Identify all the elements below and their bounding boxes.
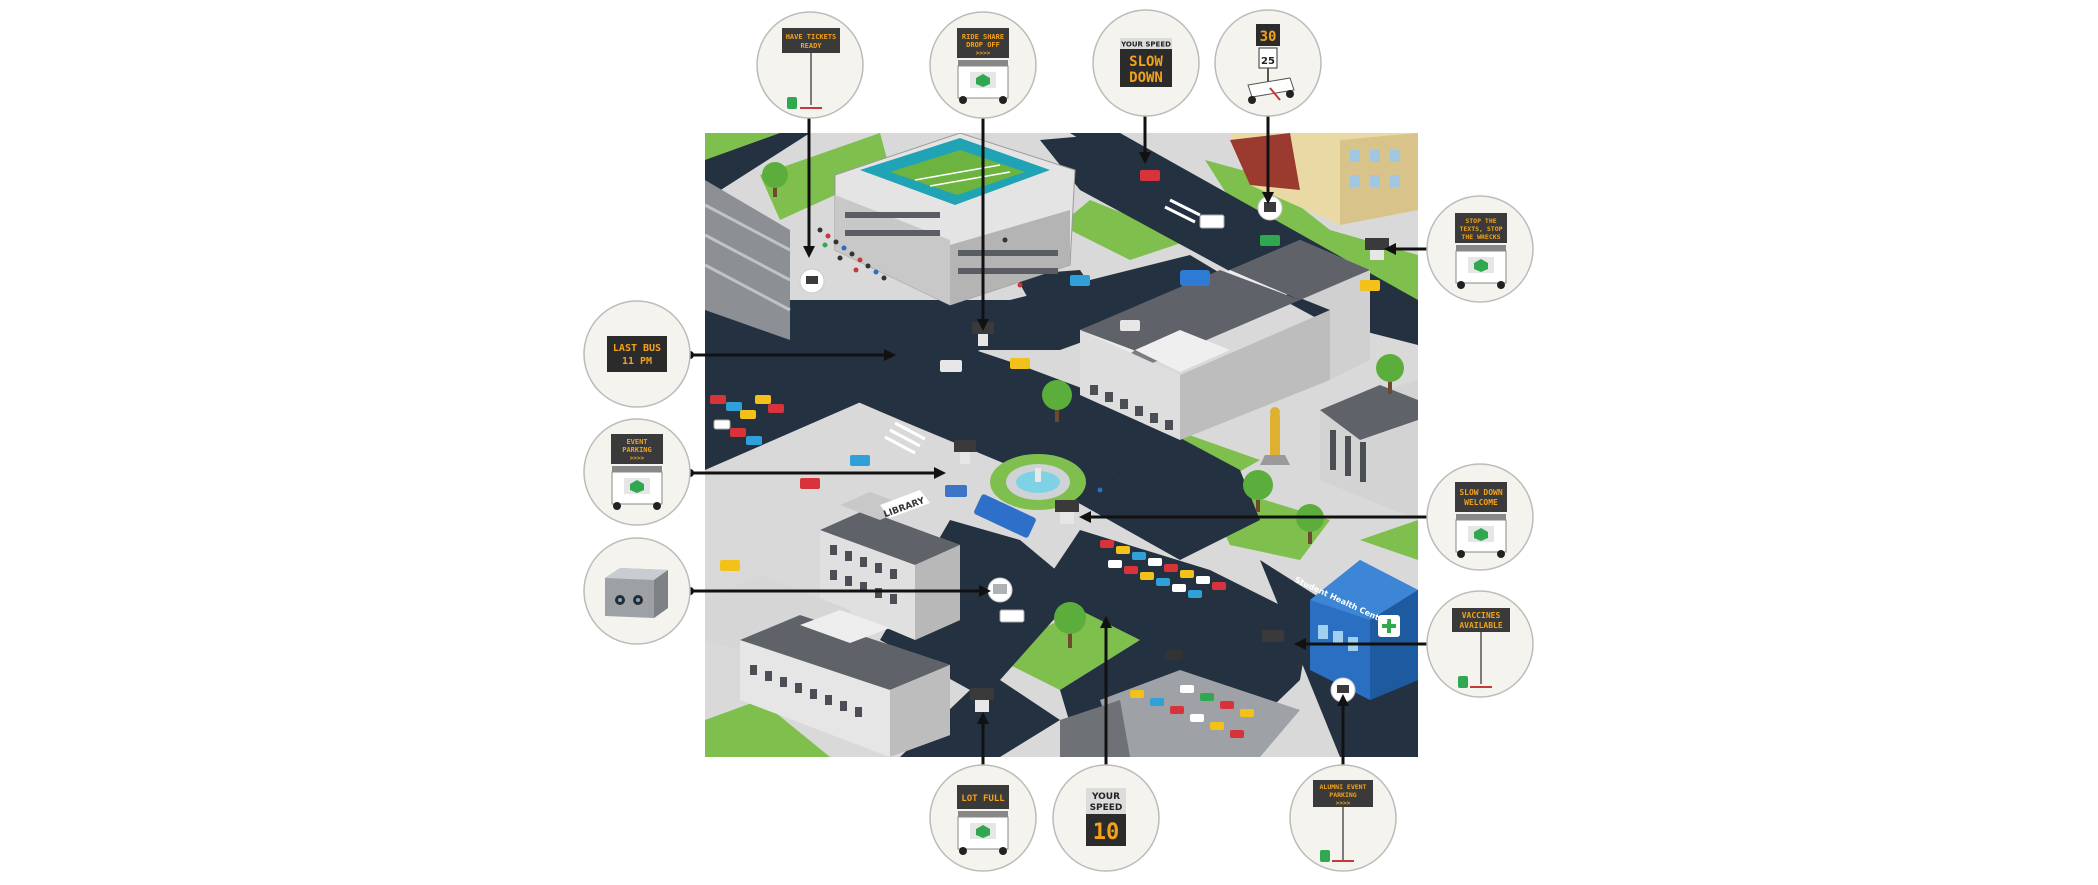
sign-line-3: THE WRECKS [1461, 233, 1500, 241]
sign-line-2: 11 PM [622, 356, 652, 367]
sign-line-1: ALUMNI EVENT [1320, 783, 1367, 791]
callout-texts: STOP THE TEXTS, STOP THE WRECKS [1426, 195, 1534, 303]
callout-sensor [583, 537, 691, 645]
arrow-heads [803, 152, 1396, 724]
speed-header: YOUR SPEED [1120, 41, 1171, 49]
dorm-buildings [705, 575, 950, 757]
sign-panel [1313, 780, 1373, 807]
callout-speed-limit: 30 25 [1214, 9, 1322, 117]
callout-speed10: YOUR SPEED 10 [1052, 764, 1160, 872]
sign-panel [607, 336, 667, 372]
statue [1260, 407, 1290, 465]
shield-icon [1474, 528, 1488, 541]
sign-line-1: EVENT [626, 438, 647, 446]
speed-display [1086, 814, 1126, 846]
sign-line-1: LOT FULL [961, 794, 1005, 804]
sign-line-2: PARKING [622, 446, 652, 454]
sign-line-1: HAVE TICKETS [786, 33, 837, 41]
cars [710, 170, 1380, 738]
callout-rideshare: RIDE SHARE DROP OFF >>>> [929, 11, 1037, 119]
sign-line-2: DROP OFF [966, 41, 1000, 49]
sign-line-1: RIDE SHARE [962, 33, 1004, 41]
shield-icon [1474, 259, 1488, 272]
pedestrian-crowd [817, 227, 1303, 668]
sign-line-2: WELCOME [1464, 498, 1498, 507]
underground-parking [1060, 670, 1300, 757]
science-building [1320, 380, 1418, 520]
callout-event: EVENT PARKING >>>> [583, 418, 691, 526]
shield-icon [630, 480, 644, 493]
callout-alumni: ALUMNI EVENT PARKING >>>> [1289, 764, 1397, 872]
speed-value: 30 [1260, 29, 1277, 45]
sign-line-2: DOWN [1129, 70, 1163, 86]
callout-vaccines: VACCINES AVAILABLE [1426, 590, 1534, 698]
sign-line-1: SLOW DOWN [1459, 488, 1503, 497]
sign-line-3: >>>> [630, 455, 645, 462]
sign-line-1: VACCINES [1462, 611, 1501, 620]
sign-panel [1452, 608, 1510, 632]
battery-icon [1458, 676, 1468, 688]
callout-welcome: SLOW DOWN WELCOME [1426, 463, 1534, 571]
sign-panel [957, 28, 1009, 58]
sign-line-3: >>>> [976, 50, 991, 57]
sign-panel [1455, 213, 1507, 243]
speed-limit-value: 25 [1261, 56, 1275, 67]
callout-slowdown-speed: YOUR SPEED SLOW DOWN [1092, 9, 1200, 117]
sign-panel [782, 28, 840, 53]
campus-map: LIBRARY Student Health Center [705, 133, 1418, 757]
sign-line-1: LAST BUS [613, 343, 661, 354]
sign-line-2: TEXTS, STOP [1459, 225, 1502, 233]
sign-line-2: PARKING [1329, 791, 1356, 799]
callout-lastbus: LAST BUS 11 PM [583, 300, 691, 408]
sign-panel [1120, 49, 1172, 87]
callout-tickets: HAVE TICKETS READY [756, 11, 864, 119]
speed-display [1256, 24, 1280, 46]
sign-line-2: READY [800, 42, 822, 50]
callout-lotfull: LOT FULL [929, 764, 1037, 872]
camera-sensor-icon [605, 568, 668, 618]
speed-value: 10 [1093, 820, 1120, 845]
sign-line-1: STOP THE [1465, 217, 1496, 225]
sign-panel [1455, 482, 1507, 512]
admin-building [1080, 240, 1370, 440]
battery-icon [1320, 850, 1330, 862]
residential-buildings [1230, 133, 1418, 225]
sign-line-2: AVAILABLE [1459, 621, 1503, 630]
connector-lines [690, 100, 1432, 775]
shield-icon [976, 74, 990, 87]
speed-label-1: YOUR [1091, 792, 1120, 802]
sign-line-1: SLOW [1129, 54, 1163, 70]
sign-panel [957, 785, 1009, 809]
sign-line-3: >>>> [1336, 800, 1351, 807]
sign-panel [611, 434, 663, 464]
shield-icon [976, 825, 990, 838]
fountain [990, 454, 1086, 510]
speed-label-2: SPEED [1090, 803, 1123, 813]
parking-garage [705, 180, 791, 340]
battery-icon [787, 97, 797, 109]
stadium [834, 133, 1076, 306]
